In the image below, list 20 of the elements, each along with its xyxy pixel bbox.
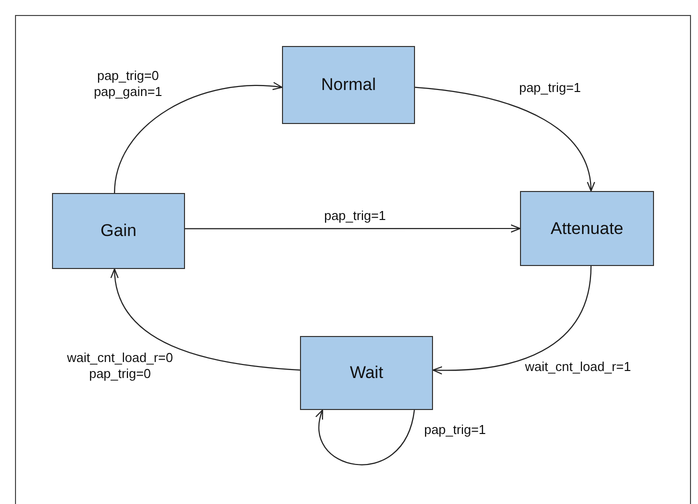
transition-label: pap_trig=1 (518, 80, 582, 96)
transition-label: wait_cnt_load_r=0 pap_trig=0 (66, 350, 174, 382)
state-name: Normal (321, 75, 376, 95)
transition-arrow (114, 82, 283, 194)
transition-label: pap_trig=1 (323, 208, 387, 224)
transition-label: wait_cnt_load_r=1 (524, 359, 632, 375)
transition-arrow (432, 266, 592, 374)
transition-label: pap_trig=1 (423, 422, 487, 438)
state-name: Attenuate (550, 218, 624, 238)
state-name: Gain (100, 221, 136, 241)
state-box (282, 46, 415, 124)
transition-arrow (185, 224, 521, 233)
transition-arrow (111, 268, 300, 371)
state-box (300, 336, 433, 410)
state-box (520, 191, 654, 266)
state-box (52, 193, 185, 269)
transition-arrow (316, 409, 415, 465)
transition-label: pap_trig=0 pap_gain=1 (92, 68, 164, 100)
transition-arrow (414, 86, 594, 192)
state-name: Wait (350, 363, 384, 383)
